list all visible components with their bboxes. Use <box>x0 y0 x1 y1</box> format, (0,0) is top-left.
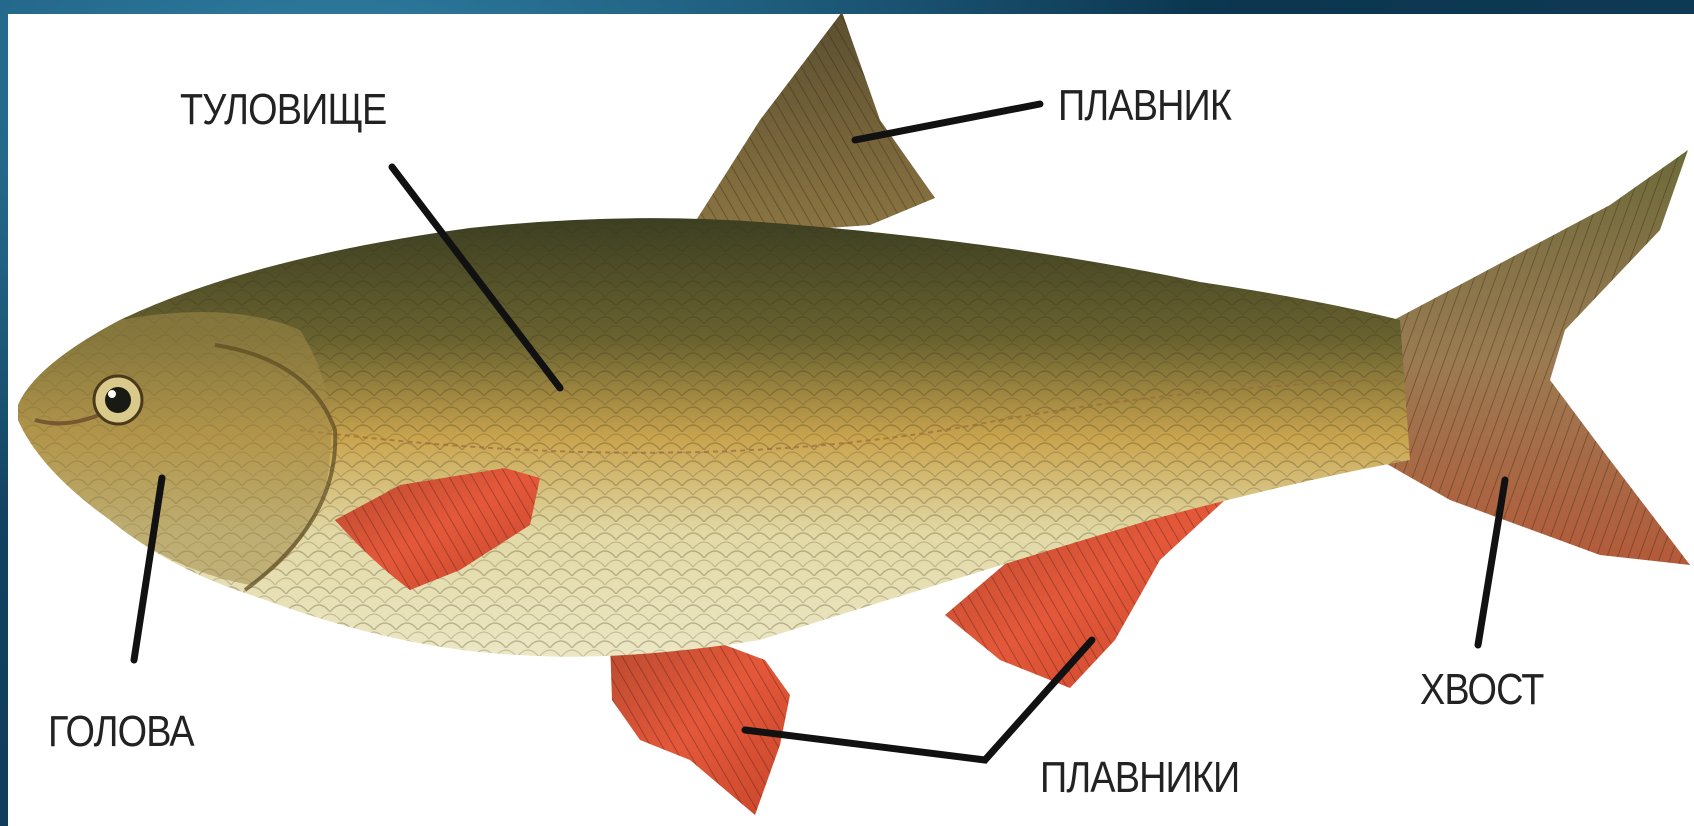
label-head: ГОЛОВА <box>48 710 194 754</box>
label-fins: ПЛАВНИКИ <box>1040 756 1239 800</box>
label-dorsal-fin: ПЛАВНИК <box>1058 84 1231 128</box>
label-tail: ХВОСТ <box>1420 668 1544 712</box>
label-body: ТУЛОВИЩЕ <box>180 88 386 132</box>
leader-line-dorsal-fin <box>855 104 1040 140</box>
head <box>18 312 331 585</box>
